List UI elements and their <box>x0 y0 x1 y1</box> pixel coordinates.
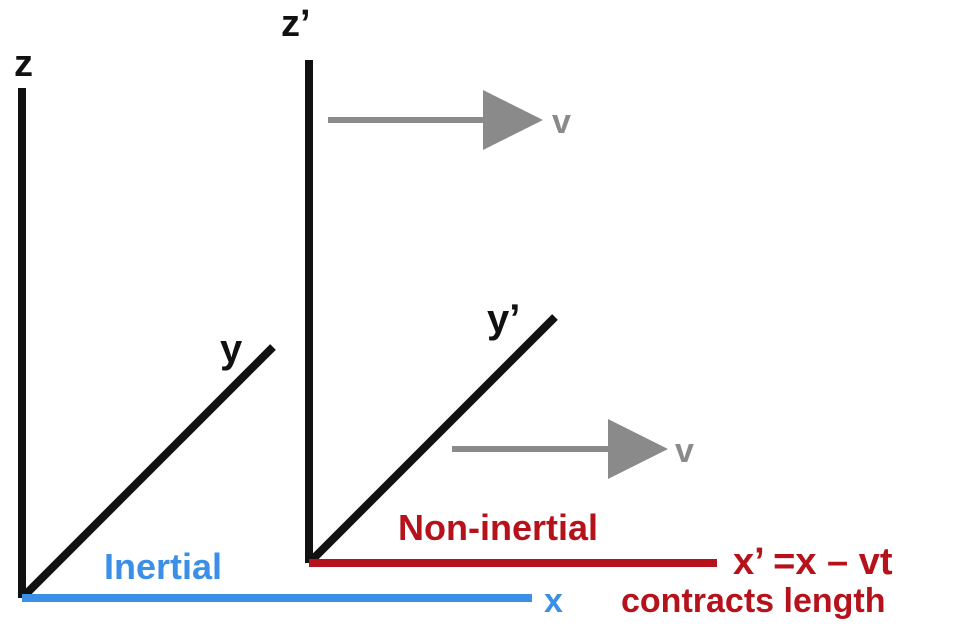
velocity-indicators: v v <box>328 90 694 479</box>
velocity-middle-label: v <box>675 432 694 470</box>
length-contraction-label: contracts length <box>621 582 885 620</box>
non-inertial-y-label: y’ <box>487 297 520 341</box>
non-inertial-y-axis <box>306 314 558 566</box>
inertial-x-label: x <box>544 582 563 620</box>
velocity-top-label: v <box>552 103 571 141</box>
non-inertial-frame: z’ y’ Non-inertial x’ =x – vt contracts … <box>281 3 893 620</box>
non-inertial-z-label: z’ <box>281 3 311 45</box>
inertial-z-label: z <box>14 43 33 85</box>
inertial-frame-label: Inertial <box>104 546 222 587</box>
inertial-y-axis <box>19 344 276 601</box>
transform-label: x’ =x – vt <box>733 541 893 583</box>
non-inertial-frame-label: Non-inertial <box>398 507 598 548</box>
inertial-frame: z y x Inertial <box>14 43 563 620</box>
inertial-y-label: y <box>220 327 243 371</box>
